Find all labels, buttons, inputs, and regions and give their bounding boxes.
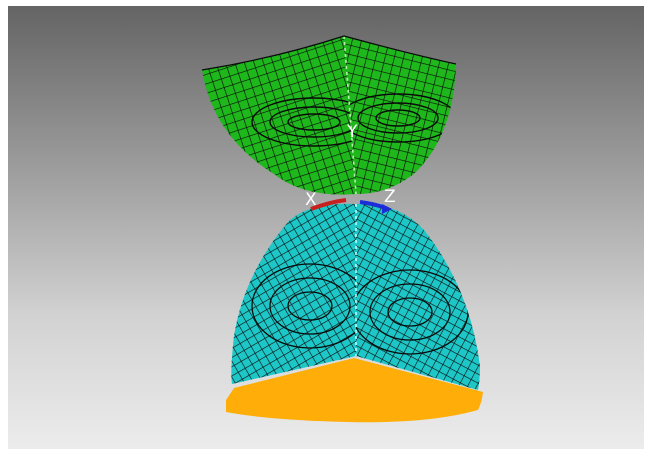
upper-shell-right-contours	[344, 93, 456, 143]
graphics-viewport[interactable]: Y X Z	[8, 6, 644, 449]
lower-shell-left-contours	[251, 263, 356, 349]
y-axis-label: Y	[346, 122, 358, 142]
upper-shell-seam	[343, 35, 357, 195]
upper-shell-left-mesh	[202, 36, 356, 195]
z-axis-label: Z	[384, 187, 396, 207]
model-canvas[interactable]: Y X Z	[8, 6, 644, 449]
x-axis-arrow	[310, 198, 347, 211]
base-plate[interactable]	[226, 358, 483, 423]
coordinate-triad: Y X Z	[305, 122, 396, 214]
x-axis-label: X	[305, 190, 317, 210]
upper-shell-left-contours	[251, 97, 356, 147]
lower-shell[interactable]	[223, 196, 488, 396]
upper-shell-rim	[201, 35, 457, 71]
z-axis-arrowhead	[382, 204, 392, 214]
upper-shell[interactable]	[188, 26, 468, 206]
upper-shell-right-mesh	[344, 36, 456, 194]
